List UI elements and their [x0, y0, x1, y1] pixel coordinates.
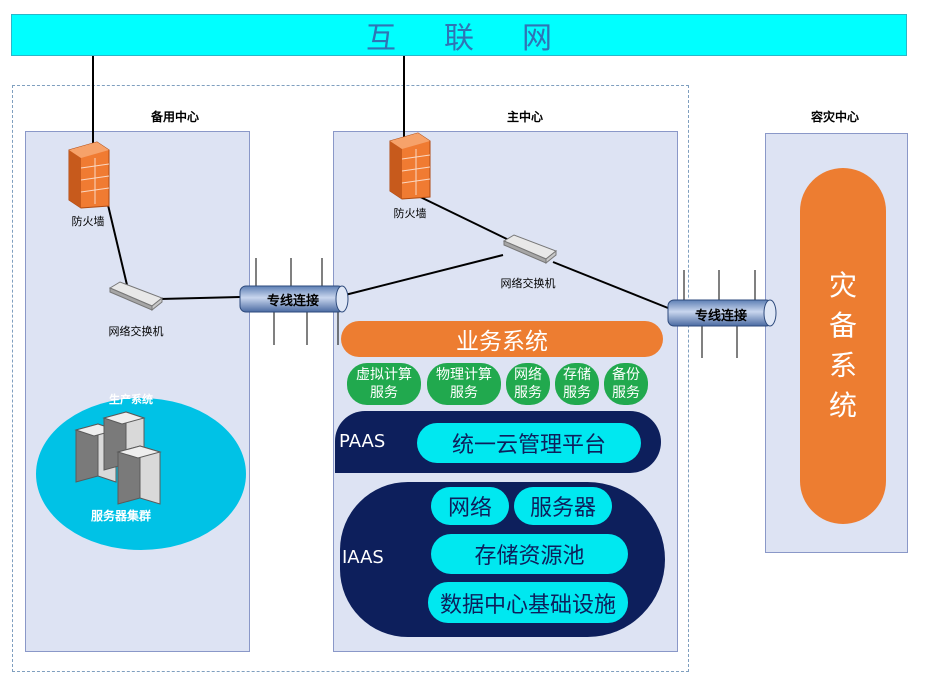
iaas-datacenter-box: 数据中心基础设施	[428, 582, 628, 623]
right-link-pipe-icon	[667, 299, 777, 327]
paas-label: PAAS	[339, 431, 386, 452]
internet-label: 互联网	[366, 21, 600, 56]
backup-switch-label: 网络交换机	[108, 325, 164, 338]
right-link-label: 专线连接	[694, 309, 747, 324]
business-system-bar: 业务系统	[341, 321, 663, 357]
dr-system-char: 灾	[828, 269, 857, 302]
service-line1: 存储	[563, 367, 591, 383]
dr-system-char: 备	[828, 309, 857, 342]
main-center-title: 主中心	[506, 110, 543, 124]
cloud-platform-label: 统一云管理平台	[451, 433, 606, 458]
cluster-label: 服务器集群	[90, 509, 151, 523]
service-physical-compute: 物理计算 服务	[427, 363, 501, 405]
service-network: 网络 服务	[506, 363, 550, 405]
cluster-title: 生产系统	[109, 393, 153, 406]
dr-system-char: 统	[828, 389, 857, 422]
service-line1: 网络	[514, 367, 542, 383]
left-link-pipe-icon	[239, 285, 349, 313]
backup-switch-icon	[108, 281, 163, 312]
main-firewall-label: 防火墙	[393, 207, 427, 220]
internet-bar: 互联网	[11, 14, 907, 56]
service-line2: 服务	[612, 385, 640, 401]
iaas-network-box: 网络	[431, 487, 509, 525]
service-line2: 服务	[514, 385, 542, 401]
service-virtual-compute: 虚拟计算 服务	[347, 363, 421, 405]
dr-system-char: 系	[828, 349, 857, 382]
backup-firewall-icon	[68, 141, 110, 209]
backup-firewall-label: 防火墙	[71, 215, 105, 228]
business-system-label: 业务系统	[456, 329, 548, 355]
dr-center-title: 容灾中心	[810, 110, 859, 124]
iaas-storage-box: 存储资源池	[431, 534, 628, 574]
service-storage: 存储 服务	[555, 363, 599, 405]
service-line1: 物理计算	[436, 367, 492, 383]
iaas-storage-label: 存储资源池	[474, 544, 585, 569]
server-stack-icon	[74, 411, 162, 505]
service-line1: 备份	[612, 367, 640, 383]
service-backup: 备份 服务	[604, 363, 648, 405]
iaas-server-box: 服务器	[514, 487, 612, 525]
cloud-platform-box: 统一云管理平台	[417, 423, 641, 463]
iaas-network-label: 网络	[447, 496, 492, 521]
left-link-label: 专线连接	[266, 294, 319, 309]
backup-center-title: 备用中心	[150, 110, 199, 124]
service-line2: 服务	[563, 385, 591, 401]
main-firewall-icon	[389, 132, 431, 200]
service-line1: 虚拟计算	[356, 367, 412, 383]
dr-system-pill: 灾 备 系 统	[800, 168, 886, 524]
site-boundary	[12, 85, 689, 672]
service-line2: 服务	[450, 385, 478, 401]
main-switch-label: 网络交换机	[500, 277, 556, 290]
iaas-server-label: 服务器	[529, 496, 596, 521]
backup-center-panel	[25, 131, 250, 652]
service-line2: 服务	[370, 385, 398, 401]
iaas-label: IAAS	[342, 547, 384, 568]
main-switch-icon	[502, 234, 557, 265]
iaas-datacenter-label: 数据中心基础设施	[439, 592, 616, 618]
